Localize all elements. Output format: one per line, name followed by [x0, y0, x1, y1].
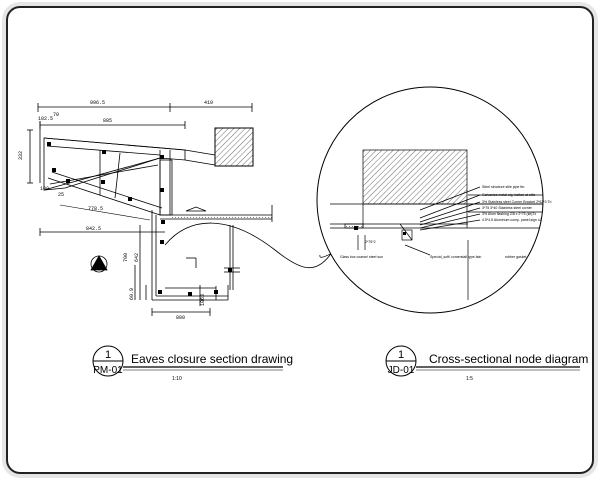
section-cut-marker: [90, 255, 108, 273]
left-note: Glass box coarse/ steel sun: [340, 255, 383, 259]
dim-70: 70: [53, 112, 59, 118]
concrete-block: [214, 127, 254, 167]
section-number: 1: [105, 349, 111, 361]
dim-642: 642: [134, 253, 140, 262]
dim-885: 885: [103, 118, 112, 124]
annotation-3: 3*75 3*40 Stainless steel corner: [482, 206, 533, 210]
node-annotations: Steel structure stile pipe thr. Galvaniz…: [340, 185, 552, 259]
dim-700: 700: [123, 253, 129, 262]
section-marker-number: 2: [97, 264, 100, 268]
dim-996: 996.5: [90, 100, 105, 106]
dim-332: 332: [18, 151, 24, 160]
eaves-section-drawing: [27, 103, 331, 316]
annotation-0: Steel structure stile pipe thr.: [482, 185, 525, 189]
dim-100: 100: [40, 186, 49, 192]
dim-60: 60.9: [129, 288, 135, 300]
bottom-note-2: rubber gasket: [505, 255, 526, 259]
dim-778: 778.5: [88, 206, 103, 212]
bottom-note: Special_soft/ comerstail type-fain: [430, 255, 481, 259]
dim-842: 842.5: [86, 226, 101, 232]
section-sheet: PM-01: [93, 365, 123, 376]
dim-410: 410: [204, 100, 213, 106]
node-detail-circle: [316, 86, 544, 314]
dim-25: 25: [58, 192, 64, 198]
vertical-closure: [151, 210, 331, 301]
right-drawing-title: Cross-sectional node diagram: [429, 352, 588, 366]
right-drawing-scale: 1:5: [466, 376, 473, 382]
annotation-4: 3% Alum flashing 2/8 x 2*75 (kit)Tx: [482, 212, 537, 216]
left-drawing-scale: 1:10: [172, 376, 182, 382]
sheet-border: [6, 6, 594, 474]
left-drawing-title: Eaves closure section drawing: [131, 352, 293, 366]
vertical-dimensions: [134, 225, 211, 316]
dim-800: 800: [176, 315, 185, 321]
right-title-block: 1 JD-01 Cross-sectional node diagram 1:5: [385, 345, 588, 382]
annotation-2: 3% Stainless steel Corner Bracket 2*62*3…: [482, 200, 552, 204]
dim-1063: 1063: [200, 294, 206, 306]
left-dimension-labels: 996.5 410 885 102.5 70 332 100 778.5 25 …: [18, 100, 213, 321]
annotation-5: 4.5*4.5 Aluminum comp. panel,sign x2: [482, 218, 542, 222]
node-number: 1: [398, 349, 404, 361]
annotation-1: Galvanize metal sig. batten at stile: [482, 193, 535, 197]
bolt-marks: [47, 142, 232, 296]
node-sheet: JD-01: [388, 365, 415, 376]
floor-slab: [160, 205, 273, 222]
small-note: 2*75*2: [365, 240, 376, 244]
dim-102: 102.5: [38, 116, 53, 122]
sloped-roof-members: [43, 137, 216, 216]
left-title-block: 1 PM-01 Eaves closure section drawing 1:…: [92, 345, 293, 382]
top-dimension-lines: [27, 103, 253, 184]
